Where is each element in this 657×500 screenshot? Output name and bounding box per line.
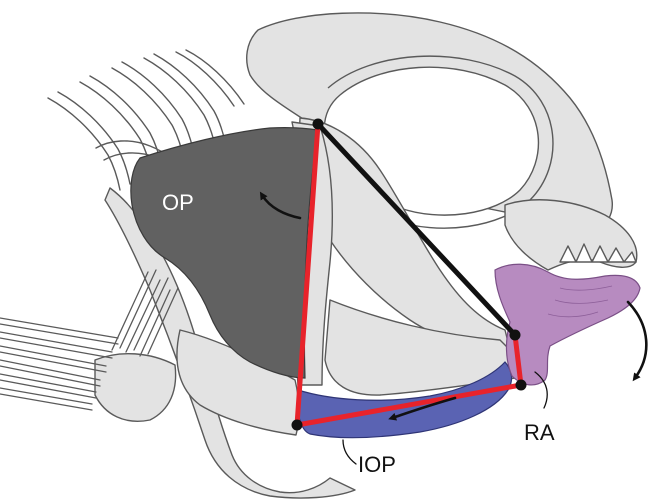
- joint-right-top: [510, 330, 521, 341]
- label-iop: IOP: [358, 452, 396, 477]
- label-op: OP: [162, 190, 194, 215]
- opercle-bone: [131, 128, 318, 378]
- joint-bottom-left: [292, 420, 303, 431]
- joint-top: [313, 119, 324, 130]
- iop-leader: [343, 440, 356, 464]
- jaw-rotation-arrow: [628, 302, 646, 378]
- label-ra: RA: [524, 420, 555, 445]
- gill-arch: [95, 354, 176, 422]
- joint-right-bottom: [516, 380, 527, 391]
